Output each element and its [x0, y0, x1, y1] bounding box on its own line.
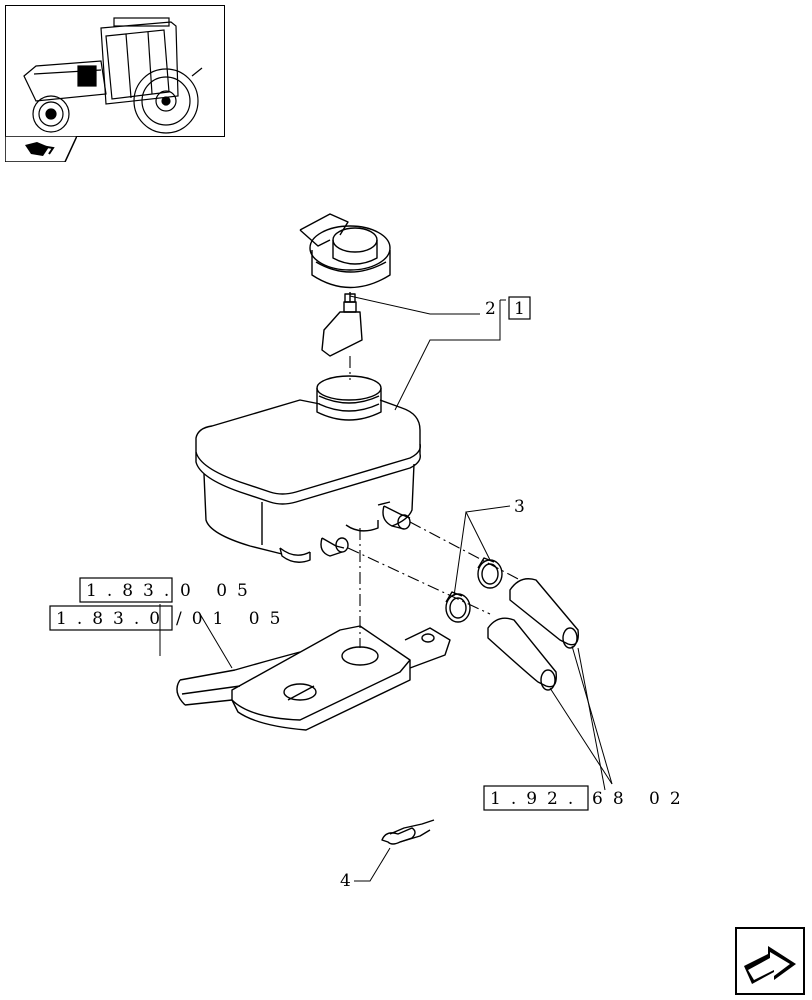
reference-a[interactable]: 1.83. 0 05 [79, 577, 258, 603]
reference-b-rest: /01 05 [176, 609, 290, 629]
callout-2: 2 [485, 299, 496, 319]
callout-3: 3 [514, 497, 525, 517]
callout-4: 4 [340, 871, 351, 891]
reservoir-cap [299, 213, 391, 357]
callout-2-group: 2 1 [485, 296, 531, 320]
next-page-button[interactable] [734, 926, 806, 996]
retaining-clip [381, 819, 435, 845]
reference-c-rest: 68 02 [592, 789, 691, 809]
reference-c-boxed: 1.92. [490, 789, 583, 809]
callout-1: 1 [514, 299, 525, 319]
hoses [487, 578, 579, 691]
section-tab[interactable] [4, 135, 79, 163]
mounting-bracket [176, 625, 451, 731]
reference-c[interactable]: 1.92. 68 02 [483, 785, 691, 811]
reference-b[interactable]: 1.83.0 /01 05 [49, 605, 290, 631]
reference-b-boxed: 1.83.0 [56, 609, 170, 629]
tractor-thumbnail-icon [23, 17, 203, 134]
reservoir-body [195, 375, 421, 563]
tractor-thumbnail [5, 5, 225, 137]
next-page-arrow-icon [735, 927, 805, 995]
reference-a-rest: 0 05 [180, 581, 258, 601]
reference-a-boxed: 1.83. [86, 581, 179, 601]
